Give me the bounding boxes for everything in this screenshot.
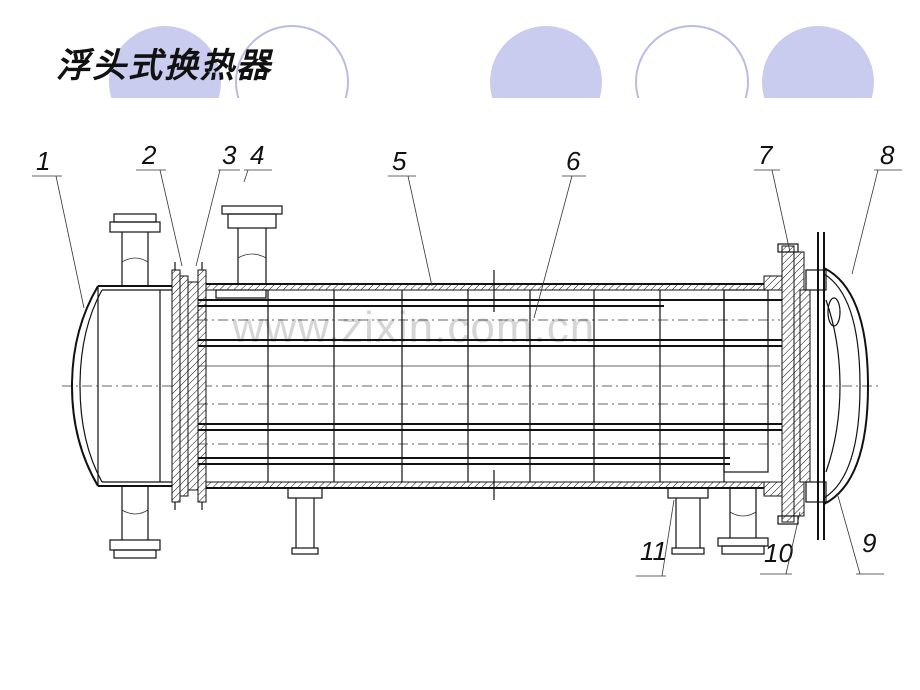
label-4: 4 — [250, 140, 264, 170]
tube-bundle — [198, 299, 800, 465]
deco-circle-2 — [235, 25, 349, 98]
baffles — [267, 270, 769, 500]
label-2: 2 — [141, 140, 157, 170]
channel-outlet-nozzle — [109, 486, 161, 559]
label-9: 9 — [862, 528, 876, 558]
deco-circle-3 — [490, 26, 602, 98]
page-title: 浮头式换热器 — [56, 46, 272, 86]
label-6: 6 — [566, 146, 581, 176]
shell-inlet-nozzle — [215, 205, 283, 299]
shell-outlet-nozzle — [717, 488, 769, 555]
deco-circle-5 — [762, 26, 874, 98]
label-5: 5 — [392, 146, 407, 176]
label-1: 1 — [36, 146, 50, 176]
label-7: 7 — [758, 140, 774, 170]
deco-circle-1 — [109, 26, 221, 98]
deco-circle-4 — [635, 25, 749, 98]
label-10: 10 — [764, 538, 793, 568]
part-labels: 1 2 3 4 5 6 7 8 9 10 11 — [32, 140, 902, 577]
fixed-tubesheet — [171, 262, 207, 510]
channel-head — [70, 285, 172, 487]
label-8: 8 — [880, 140, 895, 170]
floating-head-cover — [817, 232, 870, 540]
watermark-text: www.zixin.com.cn — [231, 303, 595, 352]
floating-tubesheet — [799, 269, 827, 503]
shell-cover-flange — [763, 243, 805, 525]
saddle-supports — [287, 487, 709, 555]
channel-inlet-nozzle — [109, 213, 161, 286]
label-3: 3 — [222, 140, 237, 170]
label-11: 11 — [640, 536, 667, 566]
